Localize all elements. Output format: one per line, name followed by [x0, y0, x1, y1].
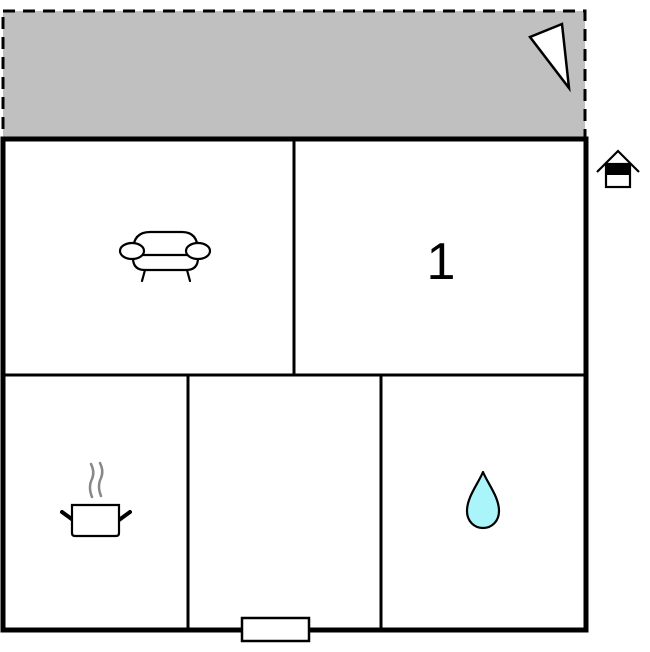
room-living	[118, 230, 212, 283]
house-entrance-icon	[596, 149, 640, 189]
water-drop-icon	[465, 470, 501, 530]
window-icon	[240, 616, 311, 643]
north-arrow-icon	[528, 22, 571, 93]
terrace	[1, 9, 587, 140]
cooking-pot-icon	[60, 461, 132, 538]
sofa-icon	[118, 230, 212, 283]
room-number-label: 1	[427, 233, 456, 291]
room-bedroom-1: 1	[427, 233, 456, 291]
room-kitchen	[60, 461, 132, 538]
interior-walls	[3, 138, 587, 630]
room-bathroom	[465, 470, 501, 530]
